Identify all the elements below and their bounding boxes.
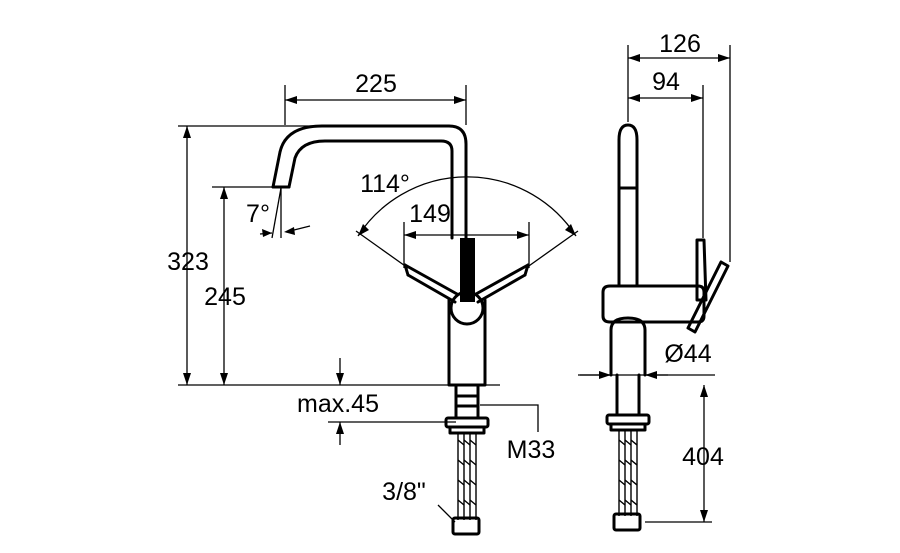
dim-total-height: 323	[167, 248, 209, 276]
dim-lever-swing-width: 149	[409, 200, 451, 228]
mixer-body	[447, 298, 487, 387]
dim-hose-length: 404	[682, 443, 724, 471]
dim-spout-reach: 225	[355, 70, 397, 98]
side-view: 126 94 Ø44 404	[578, 30, 731, 532]
dim-lever-swing-angle: 114°	[360, 170, 410, 198]
lever-stem	[460, 238, 475, 302]
leader-hose-connection	[437, 504, 456, 523]
dim-max-counter-thickness: max.45	[297, 390, 379, 418]
spout-outer-contour	[271, 124, 468, 240]
dim-side-depth-to-spout: 94	[652, 68, 680, 96]
label-mounting-thread: M33	[507, 436, 556, 464]
dim-arc-lever-swing	[357, 176, 577, 237]
side-fixing-washer	[609, 422, 647, 432]
front-view: 225 323 245 7° 114° 149	[167, 70, 579, 536]
side-lever-handle	[695, 238, 708, 302]
side-mixer-body	[601, 284, 706, 324]
hose-nut-front	[451, 516, 481, 536]
side-mixer-base	[609, 316, 647, 377]
spout-inner-contour	[287, 139, 454, 240]
dim-side-total-depth: 126	[659, 30, 701, 58]
mixer-cartridge-circle	[449, 290, 485, 326]
side-lever-handle-swing	[686, 260, 730, 334]
side-flexible-hose	[618, 430, 638, 516]
fixing-washer	[448, 425, 486, 435]
lever-handle-right	[474, 263, 530, 304]
lever-handle-left	[403, 263, 459, 304]
dim-base-diameter: Ø44	[664, 340, 711, 368]
dim-spout-height: 245	[204, 283, 246, 311]
side-hose-nut	[612, 512, 642, 532]
leader-mounting-thread	[480, 404, 539, 432]
dim-spout-tilt-angle: 7°	[246, 200, 270, 228]
flexible-hoses	[457, 433, 477, 520]
label-hose-connection: 3/8"	[382, 478, 426, 506]
side-spout-column	[617, 123, 639, 288]
